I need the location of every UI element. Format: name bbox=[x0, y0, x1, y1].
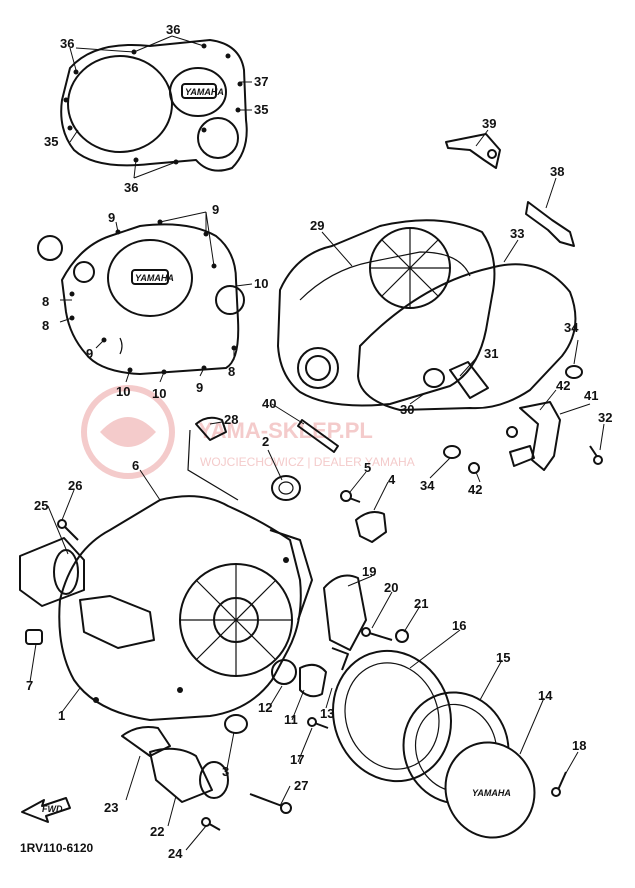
callout-7: 7 bbox=[26, 678, 33, 693]
callout-41: 41 bbox=[584, 388, 598, 403]
clip-28 bbox=[187, 416, 239, 501]
clutch-cover: YAMAHA bbox=[307, 649, 567, 839]
bracket-38 bbox=[525, 201, 575, 247]
watermark-line: WOJCIECHOWICZ | DEALER YAMAHA bbox=[200, 455, 415, 469]
callout-36: 36 bbox=[166, 22, 180, 37]
small-parts-right bbox=[297, 365, 603, 474]
callout-8: 8 bbox=[228, 364, 235, 379]
logo-middle: YAMAHA bbox=[135, 273, 174, 283]
callout-20: 20 bbox=[384, 580, 398, 595]
callout-8: 8 bbox=[42, 318, 49, 333]
callout-42: 42 bbox=[556, 378, 570, 393]
gasket-upper: YAMAHA bbox=[60, 39, 248, 172]
callout-2: 2 bbox=[262, 434, 269, 449]
callouts: 36 36 37 35 35 36 9 9 10 8 8 9 10 10 9 8… bbox=[26, 22, 612, 861]
crankcase-cover-main bbox=[58, 495, 313, 721]
front-direction-arrow: FWD bbox=[21, 797, 71, 823]
watermark-brand: YAMA-SKLEP.PL bbox=[198, 418, 373, 443]
callout-10: 10 bbox=[254, 276, 268, 291]
callout-9: 9 bbox=[196, 380, 203, 395]
callout-17: 17 bbox=[290, 752, 304, 767]
front-arrow-label: FWD bbox=[42, 804, 63, 814]
gasket-middle: YAMAHA bbox=[37, 219, 245, 375]
callout-1: 1 bbox=[58, 708, 65, 723]
callout-10: 10 bbox=[116, 384, 130, 399]
callout-26: 26 bbox=[68, 478, 82, 493]
callout-25: 25 bbox=[34, 498, 48, 513]
callout-36: 36 bbox=[124, 180, 138, 195]
callout-37: 37 bbox=[254, 74, 268, 89]
logo-upper: YAMAHA bbox=[185, 87, 224, 97]
callout-38: 38 bbox=[550, 164, 564, 179]
callout-28: 28 bbox=[224, 412, 238, 427]
callout-9: 9 bbox=[212, 202, 219, 217]
logo-cover: YAMAHA bbox=[472, 788, 511, 798]
watermark-emblem-icon bbox=[81, 385, 175, 479]
callout-6: 6 bbox=[132, 458, 139, 473]
parts-2-4-5 bbox=[271, 475, 387, 543]
callout-34: 34 bbox=[564, 320, 579, 335]
callout-40: 40 bbox=[262, 396, 276, 411]
callout-27: 27 bbox=[294, 778, 308, 793]
callout-36: 36 bbox=[60, 36, 74, 51]
starter-25 bbox=[19, 519, 85, 645]
watermark-emblem-mark bbox=[100, 417, 156, 447]
callout-35: 35 bbox=[254, 102, 268, 117]
callout-34: 34 bbox=[420, 478, 435, 493]
callout-15: 15 bbox=[496, 650, 510, 665]
callout-9: 9 bbox=[108, 210, 115, 225]
callout-39: 39 bbox=[482, 116, 496, 131]
parts-11-13-19-21 bbox=[271, 574, 409, 698]
callout-9: 9 bbox=[86, 346, 93, 361]
callout-35: 35 bbox=[44, 134, 58, 149]
callout-31: 31 bbox=[484, 346, 498, 361]
callout-22: 22 bbox=[150, 824, 164, 839]
lower-parts bbox=[121, 714, 292, 831]
callout-11: 11 bbox=[284, 712, 298, 727]
callout-29: 29 bbox=[310, 218, 324, 233]
callout-13: 13 bbox=[320, 706, 334, 721]
figure-code: 1RV110-6120 bbox=[20, 841, 94, 855]
callout-18: 18 bbox=[572, 738, 586, 753]
callout-4: 4 bbox=[388, 472, 396, 487]
callout-16: 16 bbox=[452, 618, 466, 633]
callout-23: 23 bbox=[104, 800, 118, 815]
callout-30: 30 bbox=[400, 402, 414, 417]
callout-10: 10 bbox=[152, 386, 166, 401]
callout-3: 3 bbox=[222, 764, 229, 779]
callout-21: 21 bbox=[414, 596, 428, 611]
callout-5: 5 bbox=[364, 460, 371, 475]
callout-24: 24 bbox=[168, 846, 183, 861]
callout-8: 8 bbox=[42, 294, 49, 309]
watermark: YAMA-SKLEP.PL WOJCIECHOWICZ | DEALER YAM… bbox=[81, 385, 415, 479]
callout-19: 19 bbox=[362, 564, 376, 579]
callout-12: 12 bbox=[258, 700, 272, 715]
leader-lines bbox=[29, 35, 605, 851]
callout-32: 32 bbox=[598, 410, 612, 425]
crankcase-cover-right bbox=[277, 219, 577, 411]
callout-42: 42 bbox=[468, 482, 482, 497]
bracket-39 bbox=[445, 133, 501, 169]
callout-14: 14 bbox=[538, 688, 553, 703]
callout-33: 33 bbox=[510, 226, 524, 241]
